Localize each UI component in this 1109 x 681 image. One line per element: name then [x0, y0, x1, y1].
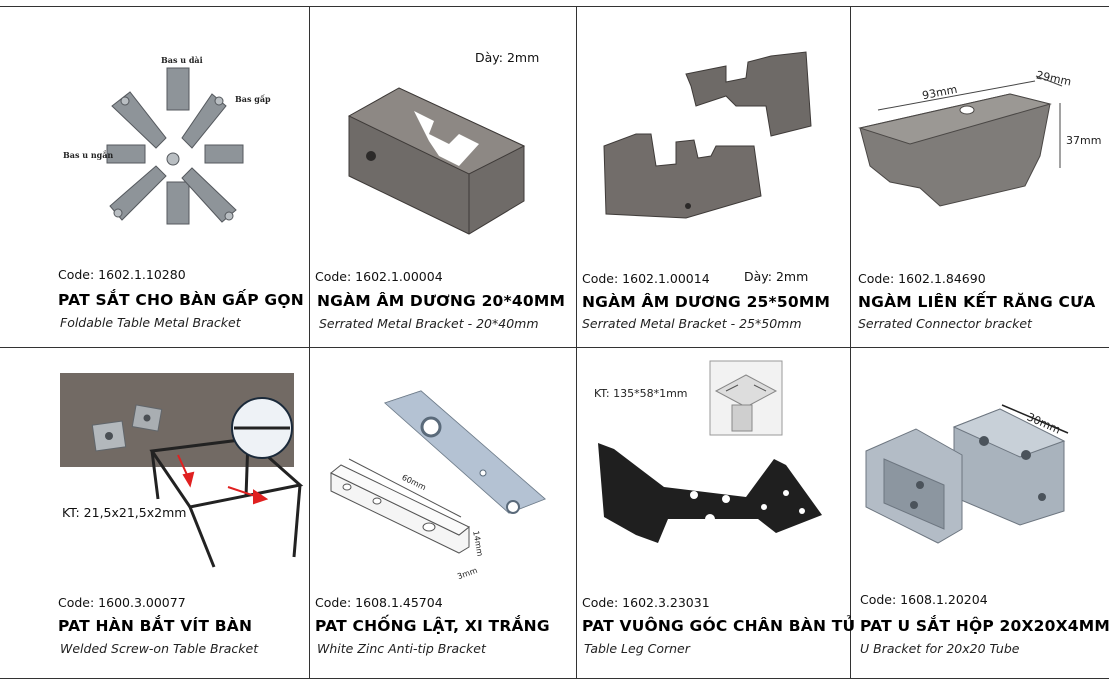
- product-code: Code: 1600.3.00077: [58, 595, 186, 610]
- thickness-note: Dày: 2mm: [744, 269, 809, 284]
- label-long-u: Bas u dài: [161, 55, 203, 65]
- product-title: PAT U SẮT HỘP 20X20X4MM: [860, 617, 1109, 635]
- product-title: NGÀM LIÊN KẾT RĂNG CƯA: [858, 293, 1096, 311]
- product-card-anti-tip[interactable]: 60mm 14mm 3mm Code: 1608.1.45704 PAT CHỐ…: [309, 347, 576, 678]
- welded-screw-bracket-image: [60, 373, 304, 568]
- grid-line-bottom: [0, 678, 1109, 679]
- product-card-u-bracket[interactable]: 30mm Code: 1608.1.20204 PAT U SẮT HỘP 20…: [850, 347, 1109, 678]
- grid-line-top: [0, 6, 1109, 7]
- product-code: Code: 1602.3.23031: [582, 595, 710, 610]
- dimension-height: 37mm: [1066, 134, 1102, 147]
- product-code: Code: 1602.1.00014: [582, 271, 710, 286]
- product-subtitle: Serrated Metal Bracket - 25*50mm: [582, 316, 802, 331]
- grid-line-v3: [850, 6, 851, 679]
- product-title: NGÀM ÂM DƯƠNG 25*50MM: [582, 293, 831, 311]
- product-subtitle: U Bracket for 20x20 Tube: [860, 641, 1020, 656]
- anti-tip-bracket-image: [330, 390, 546, 554]
- product-code: Code: 1608.1.45704: [315, 595, 443, 610]
- product-subtitle: Serrated Metal Bracket - 20*40mm: [319, 316, 539, 331]
- foldable-bracket-image: [106, 67, 244, 225]
- product-card-leg-corner[interactable]: KT: 135*58*1mm Code: 1602.3.23031 PAT VU…: [576, 347, 855, 678]
- label-short-u: Bas u ngắn: [63, 150, 114, 160]
- size-note: KT: 135*58*1mm: [594, 387, 688, 400]
- serrated-bracket-20x40-image: [347, 87, 526, 235]
- product-card-serrated-connector[interactable]: 93mm 29mm 37mm Code: 1602.1.84690 NGÀM L…: [850, 6, 1109, 347]
- size-note: KT: 21,5x21,5x2mm: [62, 505, 187, 520]
- product-subtitle: White Zinc Anti-tip Bracket: [317, 641, 486, 656]
- product-title: NGÀM ÂM DƯƠNG 20*40MM: [317, 292, 566, 310]
- u-bracket-image: [865, 404, 1069, 544]
- thickness-note: Dày: 2mm: [475, 50, 540, 65]
- serrated-connector-image: [858, 75, 1063, 207]
- product-subtitle: Foldable Table Metal Bracket: [60, 315, 241, 330]
- product-subtitle: Table Leg Corner: [584, 641, 690, 656]
- product-code: Code: 1602.1.00004: [315, 269, 443, 284]
- product-code: Code: 1602.1.10280: [58, 267, 186, 282]
- product-card-serrated-20x40[interactable]: Dày: 2mm Code: 1602.1.00004 NGÀM ÂM DƯƠN…: [309, 6, 576, 347]
- product-card-foldable-bracket[interactable]: Bas u dài Bas gấp Bas u ngắn Code: 1602.…: [0, 6, 309, 347]
- serrated-bracket-25x50-image: [603, 51, 812, 219]
- product-title: PAT CHỐNG LẬT, XI TRẮNG: [315, 617, 550, 635]
- product-code: Code: 1602.1.84690: [858, 271, 986, 286]
- product-title: PAT VUÔNG GÓC CHÂN BÀN TỦ: [582, 617, 856, 635]
- product-subtitle: Serrated Connector bracket: [858, 316, 1032, 331]
- product-subtitle: Welded Screw-on Table Bracket: [60, 641, 259, 656]
- product-code: Code: 1608.1.20204: [860, 592, 988, 607]
- product-title: PAT SẮT CHO BÀN GẤP GỌN: [58, 291, 304, 309]
- product-title: PAT HÀN BẮT VÍT BÀN: [58, 617, 253, 635]
- product-card-serrated-25x50[interactable]: Code: 1602.1.00014 Dày: 2mm NGÀM ÂM DƯƠN…: [576, 6, 850, 347]
- product-card-welded-screw[interactable]: KT: 21,5x21,5x2mm Code: 1600.3.00077 PAT…: [0, 347, 309, 678]
- grid-line-v1: [309, 6, 310, 679]
- grid-line-middle: [0, 347, 1109, 348]
- grid-line-v2: [576, 6, 577, 679]
- label-fold: Bas gấp: [235, 94, 271, 104]
- leg-corner-image: [598, 360, 822, 543]
